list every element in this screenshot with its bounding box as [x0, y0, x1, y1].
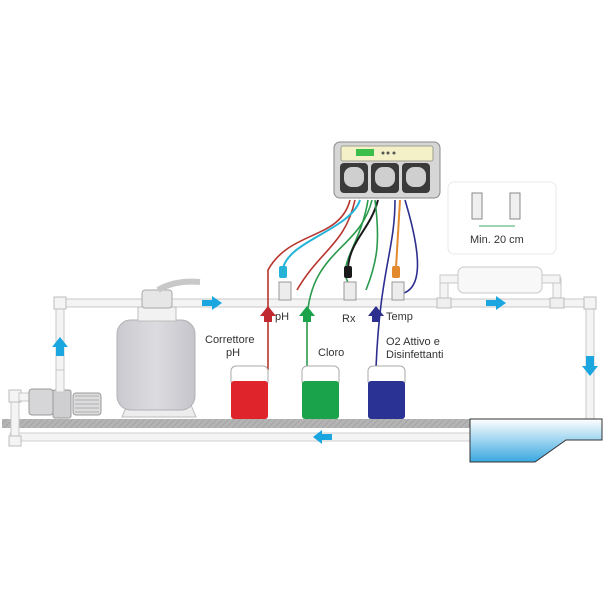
cable-red	[267, 199, 351, 370]
controller-display	[356, 149, 374, 156]
probe-cap-cyan	[279, 266, 287, 278]
sand-filter	[116, 278, 201, 418]
label-tank-blue-1: O2 Attivo e	[386, 336, 440, 348]
flow-arrow-up-icon	[52, 337, 68, 356]
cable-blue	[375, 199, 396, 369]
return-pipe	[9, 432, 473, 442]
label-probe-temp: Temp	[386, 311, 413, 323]
inset-distance-label: Min. 20 cm	[470, 234, 524, 246]
floor	[2, 419, 472, 428]
label-tank-red-2: pH	[226, 347, 240, 359]
flow-arrow-right-icon	[202, 296, 222, 310]
pump	[28, 369, 102, 419]
tank-red	[230, 365, 269, 419]
flow-arrow-right-icon	[486, 296, 506, 310]
pool	[469, 418, 603, 463]
label-probe-rx: Rx	[342, 313, 356, 325]
label-tank-red-1: Correttore	[205, 334, 255, 346]
cable-orange	[395, 199, 401, 269]
tank-blue	[367, 365, 406, 419]
label-probe-ph: pH	[275, 311, 289, 323]
cable-green2	[365, 199, 379, 291]
probe-cap-orange	[392, 266, 400, 278]
probes	[278, 266, 405, 301]
flow-arrow-down-icon	[582, 356, 598, 376]
probe-spacing-inset: Min. 20 cm	[447, 181, 557, 255]
label-tank-blue-2: Disinfettanti	[386, 349, 443, 361]
heat-exchanger	[436, 266, 565, 309]
dosing-controller	[333, 141, 441, 199]
flow-arrow-left-icon	[313, 430, 332, 444]
flow-arrows	[52, 296, 598, 444]
suction-arrows	[260, 306, 384, 322]
label-tank-green: Cloro	[318, 347, 344, 359]
probe-cap-black	[344, 266, 352, 278]
tank-green	[301, 365, 340, 419]
cable-blue2	[399, 199, 419, 295]
cable-cyan	[282, 199, 361, 269]
